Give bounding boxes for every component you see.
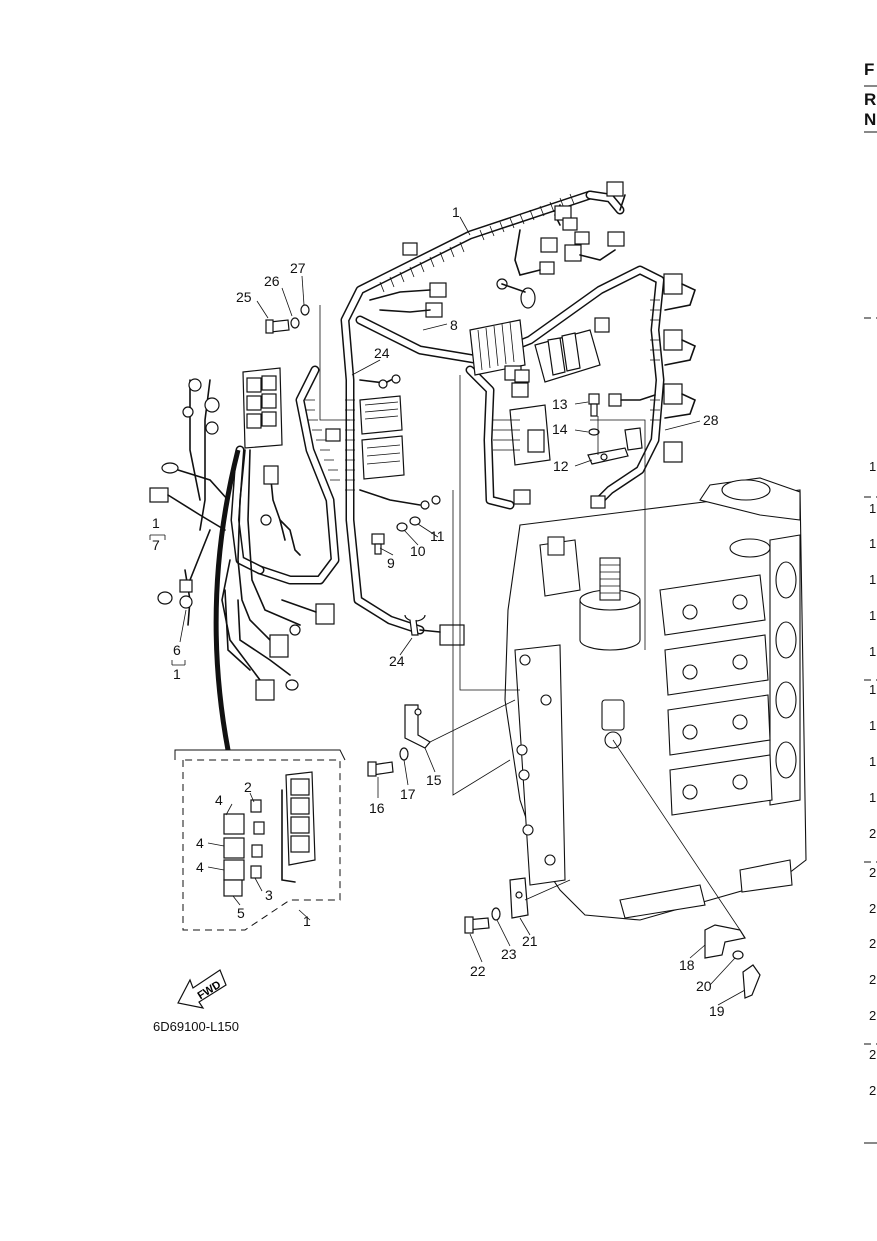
callout-9: 9 <box>387 555 395 571</box>
edge-column: F R N 1 1 1 1 1 1 1 1 1 1 2 2 2 2 2 2 2 … <box>864 60 877 1144</box>
callout-1: 1 <box>452 204 460 220</box>
edge-num: 1 <box>869 459 876 474</box>
callout-24-bottom: 24 <box>389 653 405 669</box>
callout-24-top: 24 <box>374 345 390 361</box>
callout-3: 3 <box>265 887 273 903</box>
edge-num: 1 <box>869 718 876 733</box>
callout-11: 11 <box>430 528 445 544</box>
callout-6: 6 <box>173 642 181 658</box>
edge-letter-n: N <box>864 110 876 129</box>
callout-26: 26 <box>264 273 280 289</box>
left-subharness <box>149 367 335 751</box>
assembly-outline <box>319 305 646 796</box>
callout-leaders <box>149 216 746 1006</box>
callout-17: 17 <box>400 786 416 802</box>
callout-15: 15 <box>426 772 442 788</box>
callout-19: 19 <box>709 1003 725 1019</box>
edge-num: 2 <box>869 1083 876 1098</box>
callout-28: 28 <box>703 412 719 428</box>
edge-num: 2 <box>869 936 876 951</box>
engine-block <box>504 477 807 921</box>
callout-20: 20 <box>696 978 712 994</box>
callout-12: 12 <box>553 458 569 474</box>
harness-connectors <box>325 181 696 646</box>
edge-num: 2 <box>869 1047 876 1062</box>
callouts: 1 8 24 25 26 27 13 14 12 28 9 10 11 24 1… <box>152 204 725 1019</box>
edge-num: 1 <box>869 682 876 697</box>
edge-num: 2 <box>869 972 876 987</box>
callout-5: 5 <box>237 905 245 921</box>
callout-25: 25 <box>236 289 252 305</box>
callout-22: 22 <box>470 963 486 979</box>
callout-13: 13 <box>552 396 568 412</box>
hardware <box>265 304 761 999</box>
fwd-arrow-icon: FWD <box>177 969 227 1009</box>
edge-num: 1 <box>869 644 876 659</box>
callout-7: 7 <box>152 537 160 553</box>
edge-num: 1 <box>869 501 876 516</box>
edge-num: 1 <box>869 572 876 587</box>
callout-1-bracket-bottom: 1 <box>173 666 181 682</box>
callout-23: 23 <box>501 946 517 962</box>
edge-num: 2 <box>869 901 876 916</box>
callout-1-bracket-top: 1 <box>152 515 160 531</box>
figure-code: 6D69100-L150 <box>153 1019 239 1034</box>
callout-2: 2 <box>244 779 252 795</box>
edge-num: 2 <box>869 1008 876 1023</box>
edge-num: 2 <box>869 826 876 841</box>
callout-4-c: 4 <box>196 859 204 875</box>
callout-16: 16 <box>369 800 385 816</box>
edge-letter-r: R <box>864 90 876 109</box>
edge-letter-f: F <box>864 60 874 79</box>
edge-num: 1 <box>869 608 876 623</box>
edge-num: 1 <box>869 790 876 805</box>
callout-18: 18 <box>679 957 695 973</box>
callout-14: 14 <box>552 421 568 437</box>
callout-4-b: 4 <box>196 835 204 851</box>
callout-21: 21 <box>522 933 538 949</box>
callout-8: 8 <box>450 317 458 333</box>
callout-4-a: 4 <box>215 792 223 808</box>
callout-10: 10 <box>410 543 426 559</box>
inset-panel <box>174 749 346 931</box>
edge-num: 1 <box>869 536 876 551</box>
callout-1-inset: 1 <box>303 913 311 929</box>
edge-num: 2 <box>869 865 876 880</box>
edge-num: 1 <box>869 754 876 769</box>
wire-harness <box>230 190 665 635</box>
callout-27: 27 <box>290 260 306 276</box>
